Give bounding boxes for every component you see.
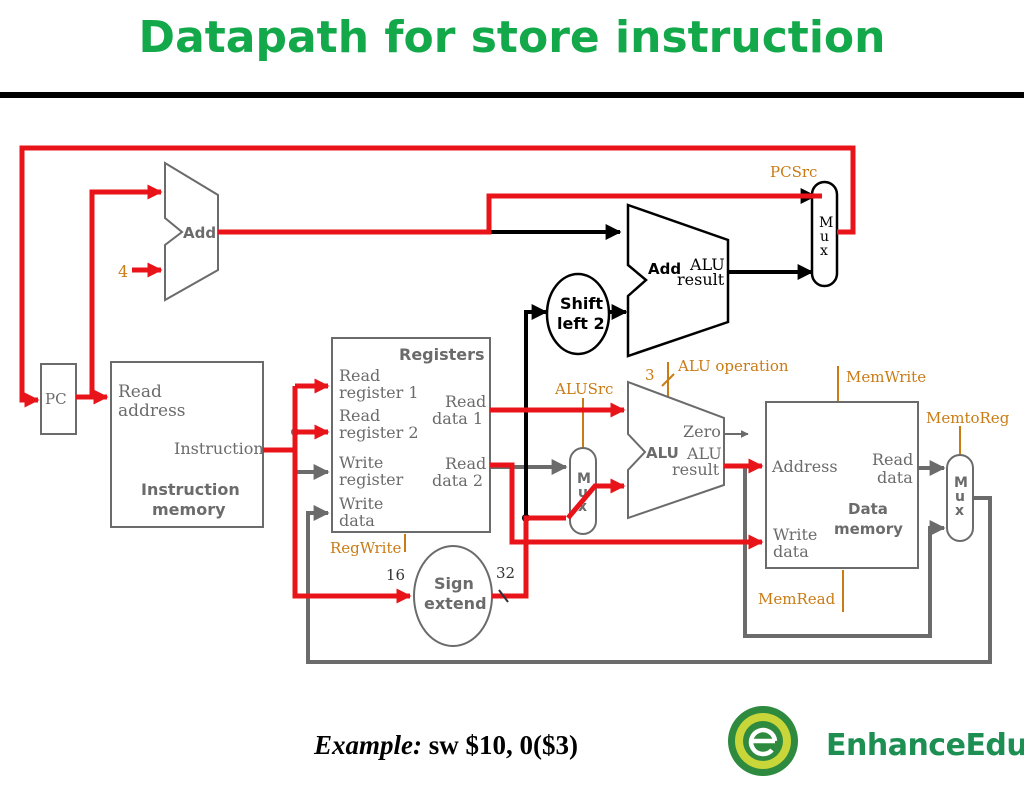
alu-result-label-2: result xyxy=(672,460,720,479)
read-register-2-label-2: register 2 xyxy=(339,423,419,442)
example-code: sw $10, 0($3) xyxy=(428,730,578,760)
branch-alu-result-label-1: ALU xyxy=(689,255,725,274)
pcsrc-label: PCSrc xyxy=(770,163,817,181)
alusrc-mux-letter-u: u xyxy=(578,485,588,501)
shift-left-label-2: left 2 xyxy=(557,314,605,333)
regwrite-label: RegWrite xyxy=(330,539,402,557)
read-register-1-label-2: register 1 xyxy=(339,383,419,402)
alusrc-mux-letter-m: M xyxy=(577,471,591,487)
sign-extend-label-2: extend xyxy=(424,594,487,613)
memtoreg-label: MemtoReg xyxy=(926,409,1010,427)
read-register-2-label-1: Read xyxy=(339,406,380,425)
memtoreg-mux-letter-u: u xyxy=(955,489,965,505)
data-memory-title-1: Data xyxy=(848,500,888,518)
instruction-memory-title-2: memory xyxy=(152,500,226,519)
dm-write-data-label-1: Write xyxy=(773,525,817,544)
sign-extend-label-1: Sign xyxy=(434,574,474,593)
alu-source-mux xyxy=(569,447,597,535)
input-width-16: 16 xyxy=(386,566,405,584)
address-label: Address xyxy=(771,457,838,476)
pc-mux-letter-x: x xyxy=(820,243,828,259)
branch-adder-label: Add xyxy=(648,260,681,278)
alu-operation-label: ALU operation xyxy=(677,357,789,375)
read-data-2-label-1: Read xyxy=(445,454,486,473)
memread-label: MemRead xyxy=(758,590,836,608)
alusrc-label: ALUSrc xyxy=(554,380,613,398)
data-memory xyxy=(765,401,919,569)
dm-read-data-label-2: data xyxy=(877,468,913,487)
instruction-output-label: Instruction xyxy=(174,439,264,458)
memtoreg-mux-letter-x: x xyxy=(955,503,964,519)
enhanceedu-logo-icon xyxy=(728,706,798,776)
pc-label: PC xyxy=(45,390,67,408)
pc-adder-label: Add xyxy=(183,224,216,242)
shift-left-2-unit xyxy=(545,272,611,356)
alu-label: ALU xyxy=(646,444,679,462)
example-instruction: Example: sw $10, 0($3) xyxy=(314,730,578,761)
output-width-32: 32 xyxy=(496,564,515,582)
page-title: Datapath for store instruction xyxy=(138,12,886,63)
memtoreg-mux xyxy=(946,454,974,542)
read-data-2-label-2: data 2 xyxy=(432,471,483,490)
instruction-memory xyxy=(110,361,264,528)
write-register-label-1: Write xyxy=(339,453,383,472)
write-register-label-2: register xyxy=(339,470,404,489)
zero-label: Zero xyxy=(683,422,721,441)
register-file xyxy=(331,337,491,533)
logo-text: EnhanceEdu xyxy=(826,728,1024,763)
memtoreg-mux-letter-m: M xyxy=(954,475,968,491)
main-alu xyxy=(627,380,725,520)
dm-read-data-label-1: Read xyxy=(872,450,913,469)
alu-op-width-3: 3 xyxy=(645,366,655,384)
read-register-1-label-1: Read xyxy=(339,366,380,385)
data-memory-title-2: memory xyxy=(834,520,903,538)
pc-adder xyxy=(164,161,219,302)
read-address-label-1: Read xyxy=(118,382,162,402)
pc-mux-letter-m: M xyxy=(819,215,833,231)
read-address-label-2: address xyxy=(118,401,186,421)
dm-write-data-label-2: data xyxy=(773,542,809,561)
constant-four: 4 xyxy=(118,262,128,281)
branch-alu-result-label-2: result xyxy=(677,270,725,289)
example-prefix: Example: xyxy=(314,730,422,760)
read-data-1-label-2: data 1 xyxy=(432,409,483,428)
shift-left-label-1: Shift xyxy=(560,294,603,313)
alusrc-mux-letter-x: x xyxy=(578,499,587,515)
memwrite-label: MemWrite xyxy=(846,368,926,386)
alu-result-label-1: ALU xyxy=(686,444,722,463)
active-store-path xyxy=(19,145,856,604)
pc-mux-letter-u: u xyxy=(820,229,829,245)
title-divider xyxy=(0,92,1024,98)
write-data-label-2: data xyxy=(339,511,375,530)
read-data-1-label-1: Read xyxy=(445,392,486,411)
branch-adder xyxy=(626,203,730,358)
registers-title: Registers xyxy=(399,345,485,364)
instruction-memory-title-1: Instruction xyxy=(141,480,240,499)
write-data-label-1: Write xyxy=(339,494,383,513)
pc-register xyxy=(40,363,77,435)
